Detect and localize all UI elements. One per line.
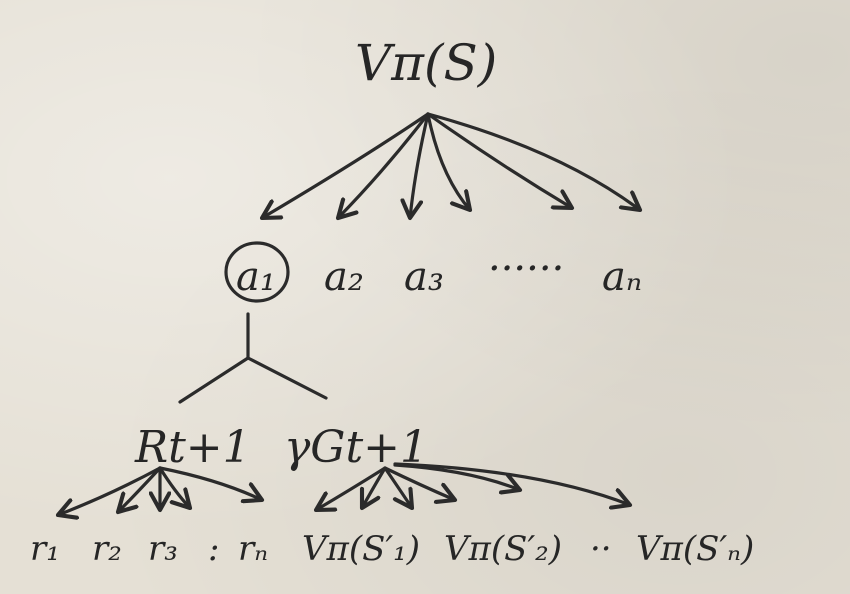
fork-left bbox=[178, 356, 250, 404]
reward-branch-label: Rt+1 bbox=[134, 422, 251, 473]
leaf-r-dots: : bbox=[208, 529, 219, 569]
arrow-to-a2 bbox=[338, 112, 430, 218]
arrow-to-vn bbox=[393, 462, 630, 505]
leaf-v-s2: Vπ(S′₂) bbox=[444, 529, 562, 569]
arrow-to-rn bbox=[158, 466, 262, 500]
arrow-to-a3 bbox=[410, 112, 430, 218]
arrow-to-v2 bbox=[362, 466, 387, 508]
a1-fork bbox=[178, 312, 328, 404]
arrow-to-r1 bbox=[58, 466, 162, 515]
leaf-r2: r₂ bbox=[92, 529, 122, 569]
arrow-to-v3 bbox=[383, 466, 412, 508]
action-a2-label: a₂ bbox=[324, 254, 364, 300]
value-arrows bbox=[316, 462, 630, 510]
arrow-to-r4 bbox=[158, 466, 190, 508]
action-ellipsis-label: ······ bbox=[488, 246, 564, 292]
fork-right bbox=[246, 356, 328, 400]
leaf-r3: r₃ bbox=[148, 529, 178, 569]
arrow-to-a4 bbox=[426, 112, 470, 210]
leaf-r1: r₁ bbox=[30, 529, 60, 569]
arrow-to-a5 bbox=[426, 112, 572, 208]
action-a1-label: a₁ bbox=[236, 254, 276, 300]
leaf-v-s1: Vπ(S′₁) bbox=[302, 529, 420, 569]
action-a3-label: a₃ bbox=[404, 254, 444, 300]
arrow-to-v4 bbox=[383, 466, 455, 500]
reward-arrows bbox=[58, 466, 262, 515]
leaf-rn: rₙ bbox=[238, 529, 268, 569]
leaf-v-sn: Vπ(S′ₙ) bbox=[636, 529, 754, 569]
arrow-to-a1 bbox=[262, 112, 430, 218]
arrow-to-v1 bbox=[316, 466, 387, 510]
root-to-actions-arrows bbox=[262, 112, 640, 218]
a1-circle bbox=[224, 241, 290, 303]
arrow-to-r2 bbox=[118, 466, 162, 512]
action-an-label: aₙ bbox=[602, 254, 642, 300]
leaf-v-dots: ·· bbox=[590, 529, 612, 569]
root-value-label: Vπ(S) bbox=[355, 34, 497, 92]
arrow-to-an bbox=[426, 112, 640, 210]
